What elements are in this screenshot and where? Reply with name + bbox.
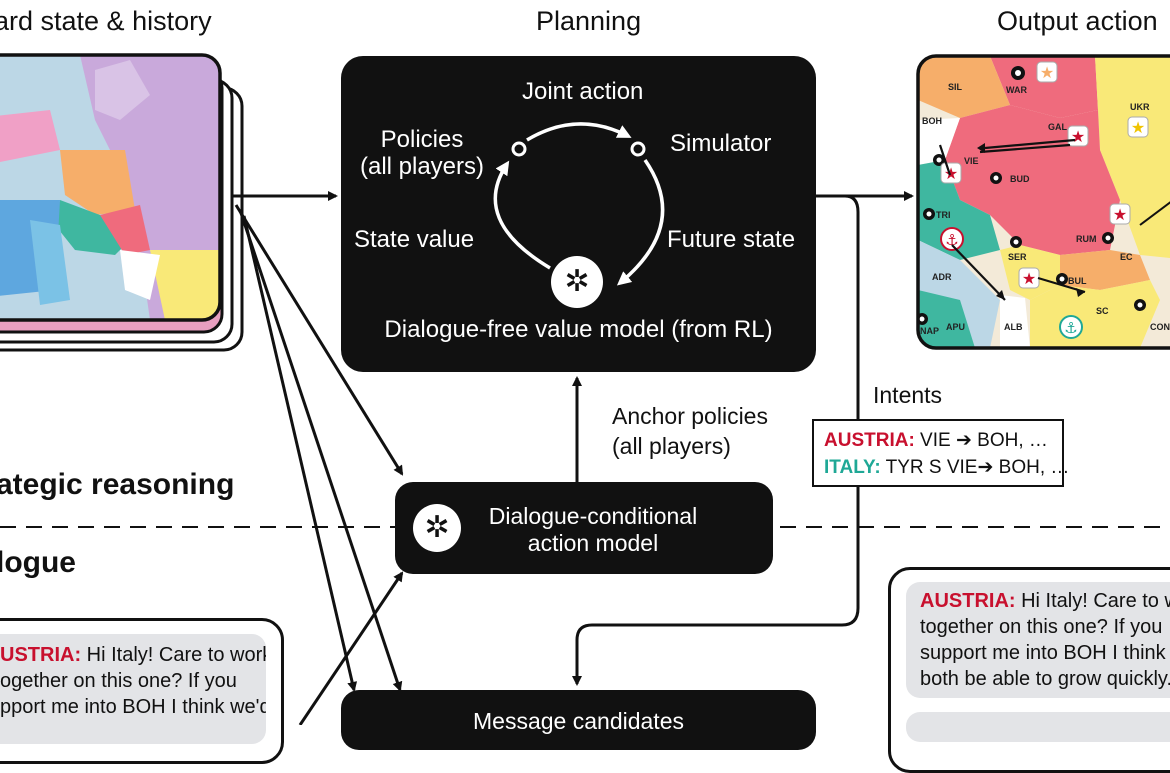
action-model-line1: Dialogue-conditional [488,503,698,529]
intents-title: Intents [873,382,943,408]
joint-action-label: Joint action [522,78,644,105]
output-action-header: Output action [997,6,1158,36]
svg-text:⚓: ⚓ [1064,319,1077,337]
left-message-line2: ogether on this one? If you [0,670,237,692]
policies-label-line2: (all players) [359,153,485,180]
map-labels: SIL WAR UKR BOH GAL VIE BUD TRI RUM SER … [920,56,1170,346]
neural-network-icon: ✲ [413,504,461,552]
map-label-con: CON [1150,322,1170,332]
svg-text:★: ★ [1071,127,1085,146]
map-label-bul: BUL [1068,276,1087,286]
action-model-line2: action model [527,530,659,556]
map-label-nap: NAP [920,326,940,336]
right-message-line2: together on this one? If you [920,616,1163,638]
output-action-map: ★ ★ ★ ★ ★ ★ ⚓ ⚓ [916,54,1170,350]
map-label-alb: ALB [1004,322,1023,332]
simulator-label: Simulator [670,130,772,157]
right-message-line3: support me into BOH I think [920,642,1166,664]
intent-player-austria: AUSTRIA: [824,430,915,451]
intent-row-austria: AUSTRIA: VIE ➔ BOH, … [824,427,1052,454]
map-label-ser: SER [1008,252,1027,262]
map-label-rum: RUM [1076,234,1097,244]
intents-box: AUSTRIA: VIE ➔ BOH, … ITALY: TYR S VIE➔ … [812,419,1069,487]
left-message-bubble: USTRIA: Hi Italy! Care to work ogether o… [0,634,266,744]
future-state-label: Future state [667,226,796,253]
value-model-label: Dialogue-free value model (from RL) [384,316,773,343]
neural-network-icon: ✲ [564,265,590,298]
intent-player-italy: ITALY: [824,457,881,478]
planning-header: Planning [536,6,642,36]
map-label-vie: VIE [964,156,979,166]
policies-label-line1: Policies [380,126,464,153]
anchor-policies-label: Anchor policies (all players) [612,401,768,461]
right-message-speaker: AUSTRIA: [920,590,1016,612]
map-label-tri: TRI [936,210,951,220]
policies-label: Policies (all players) [352,126,492,180]
intent-row-italy: ITALY: TYR S VIE➔ BOH, … [824,454,1069,481]
map-label-sil: SIL [948,82,963,92]
message-candidates-label: Message candidates [473,708,684,734]
right-message-line4: both be able to grow quickly. [920,668,1170,690]
board-state-header: ard state & history [0,6,212,36]
map-label-boh: BOH [922,116,942,126]
svg-text:★: ★ [1131,118,1145,137]
map-label-bud: BUD [1010,174,1030,184]
board-state-map [0,53,244,352]
left-message-line1: USTRIA: Hi Italy! Care to work [0,642,266,668]
svg-text:★: ★ [1040,63,1054,82]
right-message-line1: AUSTRIA: Hi Italy! Care to wo [920,588,1170,614]
svg-text:★: ★ [1113,205,1127,224]
intent-text-italy: TYR S VIE➔ BOH, … [880,457,1070,478]
dialogue-header: logue [0,546,76,579]
map-label-ukr: UKR [1130,102,1150,112]
right-message-bubble-2 [906,712,1170,742]
anchor-policies-line1: Anchor policies [612,403,768,429]
map-label-apu: APU [946,322,966,332]
left-message-text1: Hi Italy! Care to work [81,644,266,666]
action-model-label: Dialogue-conditional action model [468,503,718,557]
svg-text:⚓: ⚓ [945,231,958,249]
right-message-text1: Hi Italy! Care to wo [1021,590,1170,612]
planning-box [341,56,816,372]
strategic-reasoning-header: ategic reasoning [0,468,235,501]
state-value-label: State value [354,226,475,253]
map-label-ec: EC [1120,252,1133,262]
planning-cycle [493,122,665,308]
right-message-bubble: AUSTRIA: Hi Italy! Care to wo together o… [906,582,1170,698]
map-label-gal: GAL [1048,122,1067,132]
svg-text:★: ★ [1022,269,1036,288]
left-message-line3: pport me into BOH I think we'd [0,696,266,718]
left-message-speaker: USTRIA: [0,644,82,666]
intent-text-austria: VIE ➔ BOH, … [914,430,1048,451]
map-label-war: WAR [1006,85,1027,95]
map-label-sc: SC [1096,306,1109,316]
anchor-policies-line2: (all players) [612,433,731,459]
map-label-adr: ADR [932,272,952,282]
